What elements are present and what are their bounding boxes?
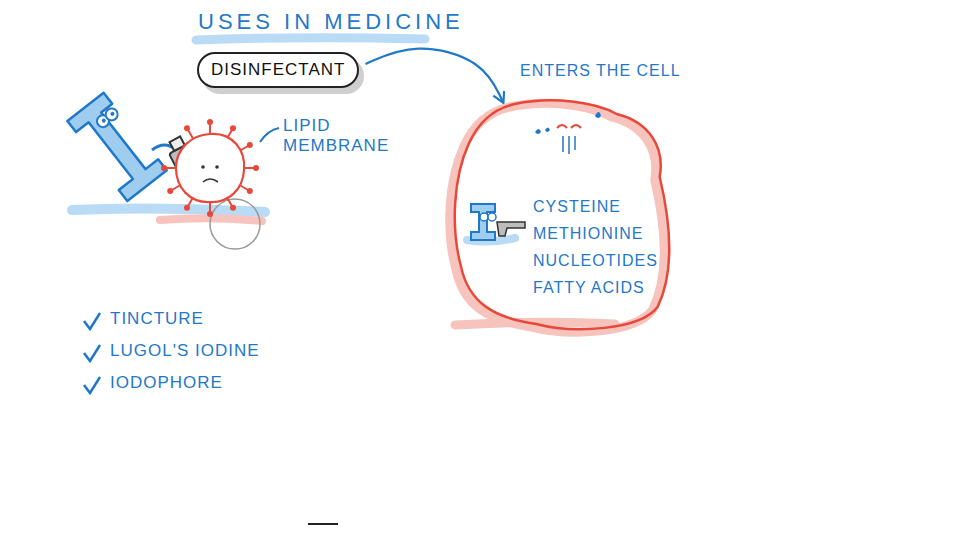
spike-head bbox=[247, 142, 253, 148]
title-highlight bbox=[196, 38, 425, 40]
cell-heading: ENTERS THE CELL bbox=[520, 62, 681, 80]
leader-line bbox=[260, 128, 279, 142]
stray-mark bbox=[308, 523, 338, 525]
spike-head bbox=[161, 165, 167, 171]
iodine-letter bbox=[471, 204, 495, 240]
spike-head bbox=[184, 205, 190, 211]
ground-highlight bbox=[72, 208, 265, 212]
connectors bbox=[365, 49, 503, 102]
cell-eyes bbox=[557, 125, 581, 128]
gun bbox=[497, 222, 525, 236]
sweat-lines bbox=[563, 136, 575, 154]
check-mark bbox=[84, 377, 100, 393]
connector-arrow bbox=[365, 49, 503, 102]
molecule-name: FATTY ACIDS bbox=[533, 279, 645, 297]
pupil bbox=[101, 118, 107, 124]
iodine-letter bbox=[66, 92, 167, 202]
spike-head bbox=[253, 165, 259, 171]
spike-head bbox=[230, 125, 236, 131]
sketch-circle bbox=[210, 199, 260, 249]
pupil bbox=[110, 111, 116, 117]
spike-head bbox=[247, 188, 253, 194]
cell-membrane bbox=[455, 100, 669, 329]
eye bbox=[103, 106, 120, 123]
molecule-name: METHIONINE bbox=[533, 225, 643, 243]
spike-heads bbox=[161, 119, 259, 217]
eye bbox=[215, 165, 219, 169]
virus-body bbox=[176, 134, 244, 202]
virus-spikes bbox=[164, 122, 256, 214]
eye bbox=[480, 213, 488, 221]
eye bbox=[488, 213, 496, 221]
sweat-drops bbox=[535, 112, 601, 134]
list-item: IODOPHORE bbox=[110, 373, 223, 393]
cell-shadow bbox=[450, 103, 664, 332]
list-item: LUGOL'S IODINE bbox=[110, 341, 260, 361]
spike-head bbox=[230, 205, 236, 211]
spike-head bbox=[207, 119, 213, 125]
molecule-name: CYSTEINE bbox=[533, 198, 621, 216]
molecule-name: NUCLEOTIDES bbox=[533, 252, 658, 270]
spike-head bbox=[184, 125, 190, 131]
iodine-character bbox=[66, 92, 167, 202]
disinfectant-box: DISINFECTANT bbox=[197, 52, 359, 88]
cell-outline: ENTERS THE CELL CYSTEINE METHIONINE NUCLEOT… bbox=[445, 62, 682, 342]
callout-label: LIPID MEMBRANE bbox=[283, 116, 401, 156]
spike-head bbox=[167, 188, 173, 194]
check-mark bbox=[84, 345, 100, 361]
spike-head bbox=[207, 211, 213, 217]
title: USES IN MEDICINE bbox=[198, 9, 464, 35]
node-label: DISINFECTANT bbox=[211, 60, 345, 80]
list-item: TINCTURE bbox=[110, 309, 204, 329]
check-mark bbox=[84, 313, 100, 329]
mouth bbox=[203, 179, 218, 182]
virus bbox=[161, 119, 259, 217]
eye bbox=[201, 165, 205, 169]
